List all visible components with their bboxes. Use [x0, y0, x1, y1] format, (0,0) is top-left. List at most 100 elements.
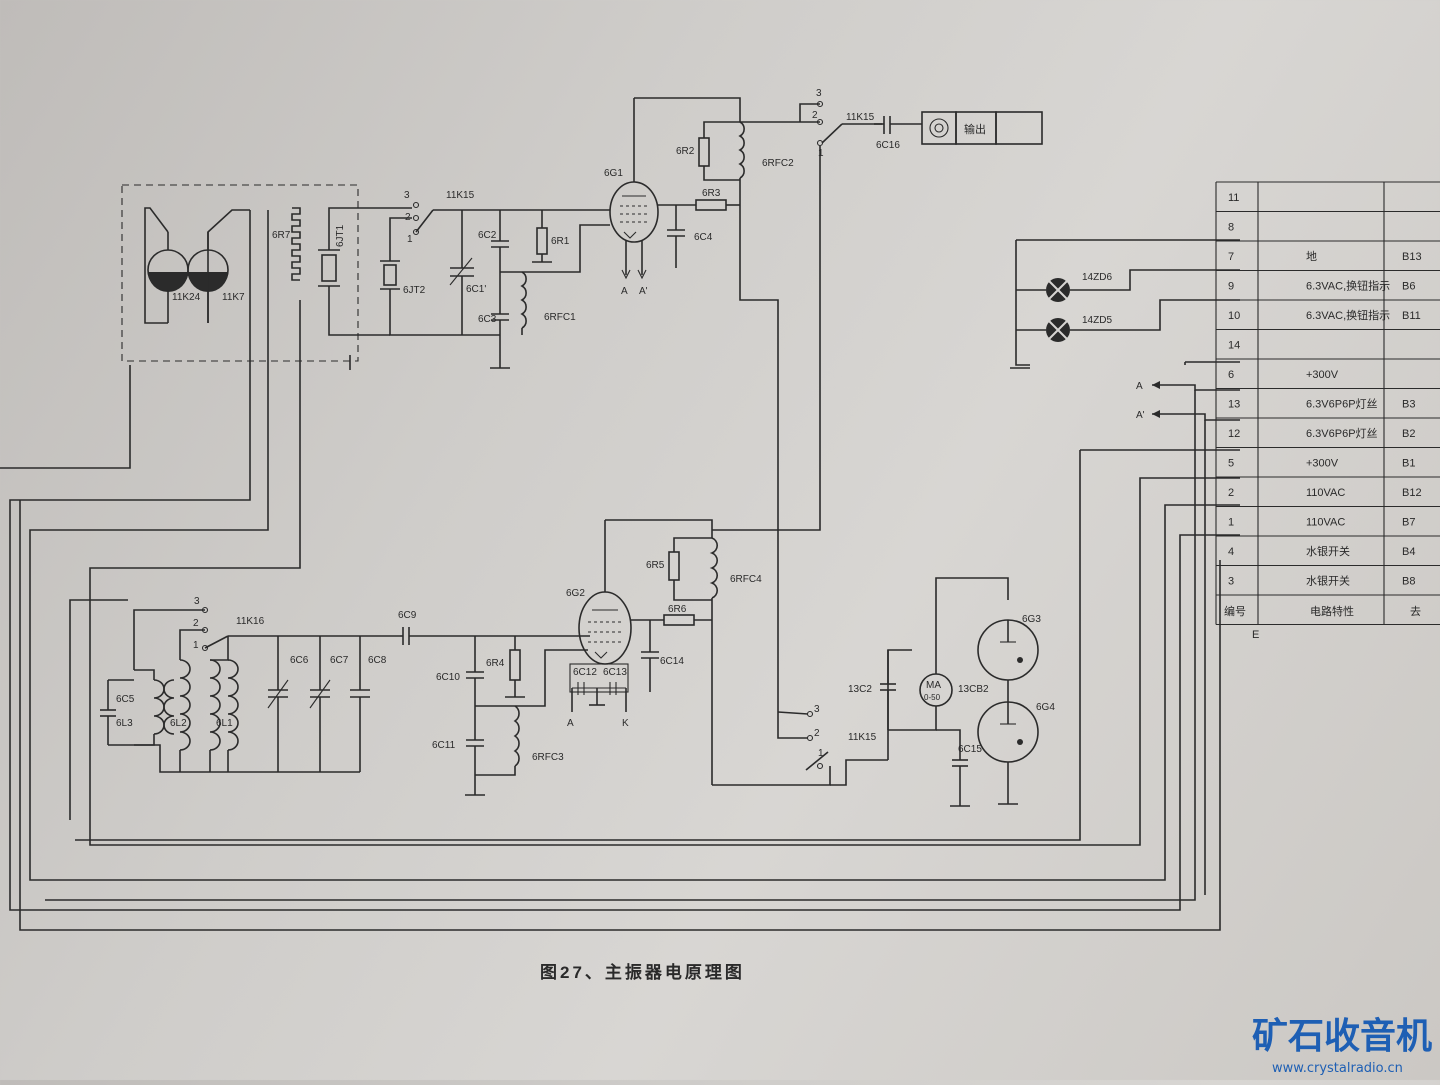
table-cell-dest: B11: [1402, 310, 1421, 322]
resistor-6R1: 6R1: [532, 210, 570, 263]
label-6R7: 6R7: [272, 230, 291, 241]
label-6RFC4: 6RFC4: [730, 574, 762, 585]
table-cell-num: 13: [1228, 399, 1240, 411]
connector-label-E: E: [1252, 629, 1259, 641]
tube-6G4: 6G4: [977, 701, 1055, 805]
label-11K24: 11K24: [172, 292, 201, 303]
label-6C13: 6C13: [603, 667, 627, 678]
out-pos-3: 3: [816, 88, 822, 99]
table-cell-desc: 6.3V6P6P灯丝: [1306, 427, 1378, 440]
table-cell-desc: 地: [1306, 250, 1317, 263]
choke-6RFC4: 6RFC4: [709, 537, 762, 785]
label-13C2: 13C2: [848, 684, 872, 695]
label-6R5: 6R5: [646, 560, 665, 571]
table-cell-desc: 6.3V6P6P灯丝: [1306, 398, 1378, 411]
label-6C15: 6C15: [958, 744, 982, 755]
table-cell-num: 11: [1228, 192, 1239, 204]
label-6C4: 6C4: [694, 232, 713, 243]
table-cell-num: 9: [1228, 281, 1234, 293]
table-cell-desc: 110VAC: [1306, 517, 1345, 529]
label-6G3: 6G3: [1022, 614, 1041, 625]
label-11K15-out: 11K15: [846, 112, 875, 123]
table-cell-num: 8: [1228, 222, 1234, 234]
lamp-14ZD6: 14ZD6: [1016, 269, 1240, 302]
coil-6L1: 6L1: [209, 636, 239, 772]
connector-table: 11 8 7 地 B13 9 6.3VAC,换钮指示 B6 10 6.3VAC,换钮指示 B11 14…: [1215, 181, 1440, 626]
label-6RFC1: 6RFC1: [544, 312, 576, 323]
label-6C5: 6C5: [116, 694, 135, 705]
table-cell-num: 7: [1228, 251, 1234, 263]
switch-11K15-top[interactable]: 3 2 1 11K15: [404, 190, 475, 245]
meter-section: 13C2 MA 0-50 13CB2 6C15 6G3: [848, 577, 1055, 807]
label-11K7: 11K7: [222, 292, 245, 303]
meter-label: MA: [926, 680, 941, 691]
arrow-A2-label: A': [1136, 410, 1145, 421]
lamp-14ZD5: 14ZD5: [1016, 299, 1240, 342]
table-cell-num: 10: [1228, 310, 1240, 322]
tube-6G1: 6G1 A A': [604, 98, 659, 297]
table-header-col3: 去: [1410, 605, 1421, 618]
choke-6RFC2: 6RFC2: [738, 121, 794, 205]
node-A2-top: A': [639, 286, 648, 297]
table-cell-dest: B6: [1402, 281, 1415, 293]
label-13CB2: 13CB2: [958, 684, 989, 695]
filament-arrows: A A': [1136, 361, 1240, 421]
pos-3: 3: [404, 190, 410, 201]
heater-resistor-6R7: 6R7: [272, 207, 301, 281]
k15b-pos-3: 3: [814, 704, 820, 715]
output-jack[interactable]: 输出: [921, 111, 1043, 145]
label-6R1: 6R1: [551, 236, 570, 247]
table-cell-dest: B7: [1402, 517, 1415, 529]
table-cell-num: 14: [1228, 340, 1240, 352]
cap-6C10: 6C10: [436, 636, 484, 706]
label-6G4: 6G4: [1036, 702, 1055, 713]
resistor-6R2: 6R2: [676, 121, 740, 181]
label-6L3: 6L3: [116, 718, 133, 729]
resistor-6R6: 6R6: [631, 604, 712, 626]
coil-6L2: 6L2: [170, 659, 191, 772]
switch-11K16[interactable]: 3 2 1 11K16: [193, 596, 265, 652]
k16-pos-2: 2: [193, 618, 199, 629]
table-header-col2: 电路特性: [1310, 604, 1354, 618]
crystal-6JT1: 6JT1: [318, 224, 346, 287]
table-cell-desc: +300V: [1306, 369, 1339, 381]
label-6G1: 6G1: [604, 168, 623, 179]
node-A-bottom: A: [567, 718, 574, 729]
cap-6C2: 6C2: [478, 210, 509, 272]
mercury-switch-enclosure: 11K24 11K7 6R7: [121, 184, 359, 362]
bottom-oscillator: 3 2 1 11K16 6C5 6L3 6: [100, 519, 762, 796]
table-cell-desc: 110VAC: [1306, 487, 1345, 499]
label-6C6: 6C6: [290, 655, 309, 666]
cap-6C3: 6C3: [478, 272, 510, 369]
cap-6C15: 6C15: [950, 744, 982, 807]
label-11K15-top: 11K15: [446, 190, 475, 201]
switch-11K15-bottom[interactable]: 3 2 1 11K15: [712, 704, 888, 786]
table-cell-desc: 6.3VAC,换钮指示: [1306, 279, 1390, 293]
pos-1: 1: [407, 234, 413, 245]
table-cell-dest: B4: [1402, 546, 1415, 558]
mercury-switch-11K24: 11K24: [147, 232, 201, 323]
k15b-pos-2: 2: [814, 728, 820, 739]
table-cell-desc: 6.3VAC,换钮指示: [1306, 308, 1390, 322]
label-6RFC2: 6RFC2: [762, 158, 794, 169]
resistor-6R3: 6R3: [695, 188, 740, 211]
choke-6RFC3: 6RFC3: [475, 649, 588, 776]
watermark-url: www.crystalradio.cn: [1272, 1061, 1403, 1076]
switch-11K15-output[interactable]: 3 2 1 11K15: [712, 88, 882, 531]
table-cell-dest: B13: [1402, 251, 1422, 263]
label-14ZD6: 14ZD6: [1082, 272, 1112, 283]
table-cell-desc: 水银开关: [1306, 574, 1350, 588]
node-A-top: A: [621, 286, 628, 297]
top-oscillator: 6JT1 6JT2 3 2 1 11K15: [318, 97, 800, 712]
label-6C11: 6C11: [432, 740, 456, 751]
tube-6G2: 6G2: [566, 520, 632, 665]
var-cap-6C1: 6C1': [449, 210, 486, 335]
choke-6RFC1: 6RFC1: [500, 224, 610, 335]
label-6C14: 6C14: [660, 656, 684, 667]
out-pos-1: 1: [818, 148, 824, 159]
heater-bypass-6C12-6C13: 6C12 6C13 A K: [567, 663, 629, 729]
cap-13C2: 13C2: [848, 650, 896, 730]
node-K-bottom: K: [622, 718, 629, 729]
label-6R2: 6R2: [676, 146, 695, 157]
